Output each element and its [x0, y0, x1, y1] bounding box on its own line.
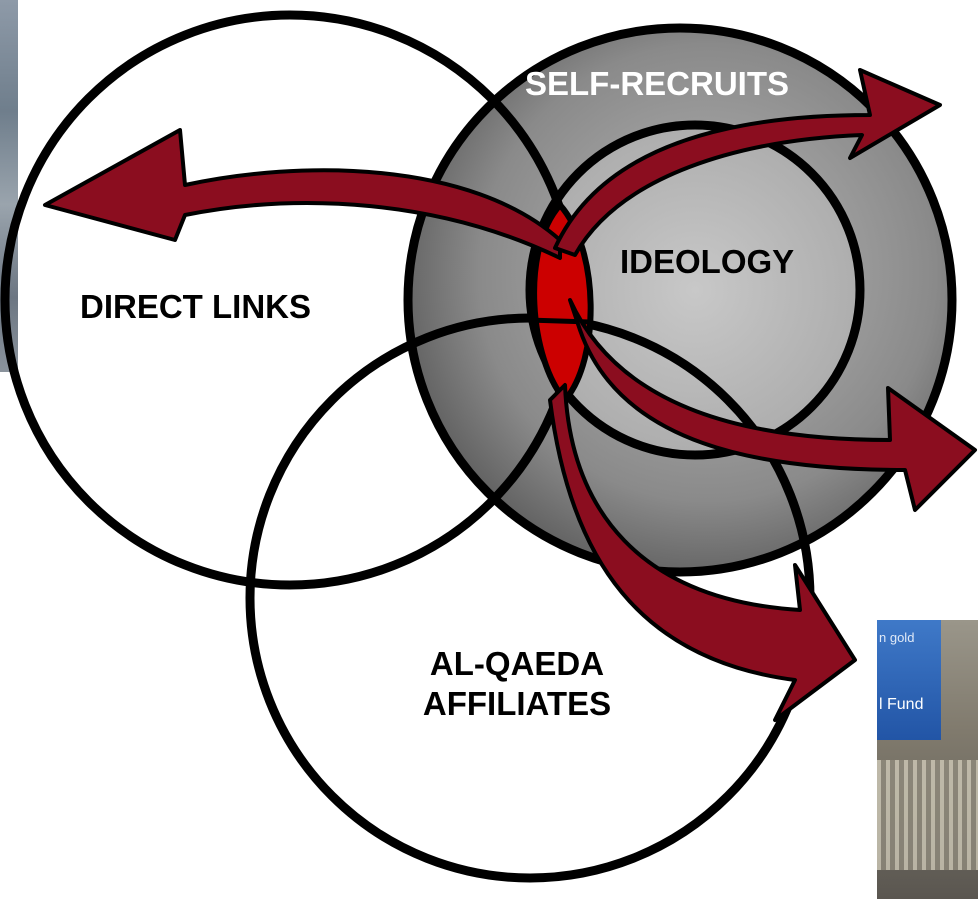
label-direct-links: DIRECT LINKS: [80, 288, 311, 325]
photo-railing: [877, 760, 978, 870]
label-ideology: IDEOLOGY: [620, 243, 795, 280]
label-affiliates-line2: AFFILIATES: [422, 685, 612, 722]
photo-sign-text-1: n gold: [879, 630, 915, 645]
photo-sign-text-2: l Fund: [879, 696, 924, 713]
arrow-to-top-right: [553, 68, 942, 257]
arrow-to-right: [568, 298, 977, 512]
label-affiliates-line1: AL-QAEDA: [429, 645, 605, 682]
bottom-right-photo: n gold l Fund: [877, 620, 978, 899]
label-self-recruits: SELF-RECRUITS: [525, 65, 789, 102]
arrow-to-bottom-right: [548, 383, 857, 722]
arrows: [43, 68, 977, 722]
arrow-to-direct-links: [43, 128, 562, 260]
photo-blue-sign: [877, 620, 941, 740]
